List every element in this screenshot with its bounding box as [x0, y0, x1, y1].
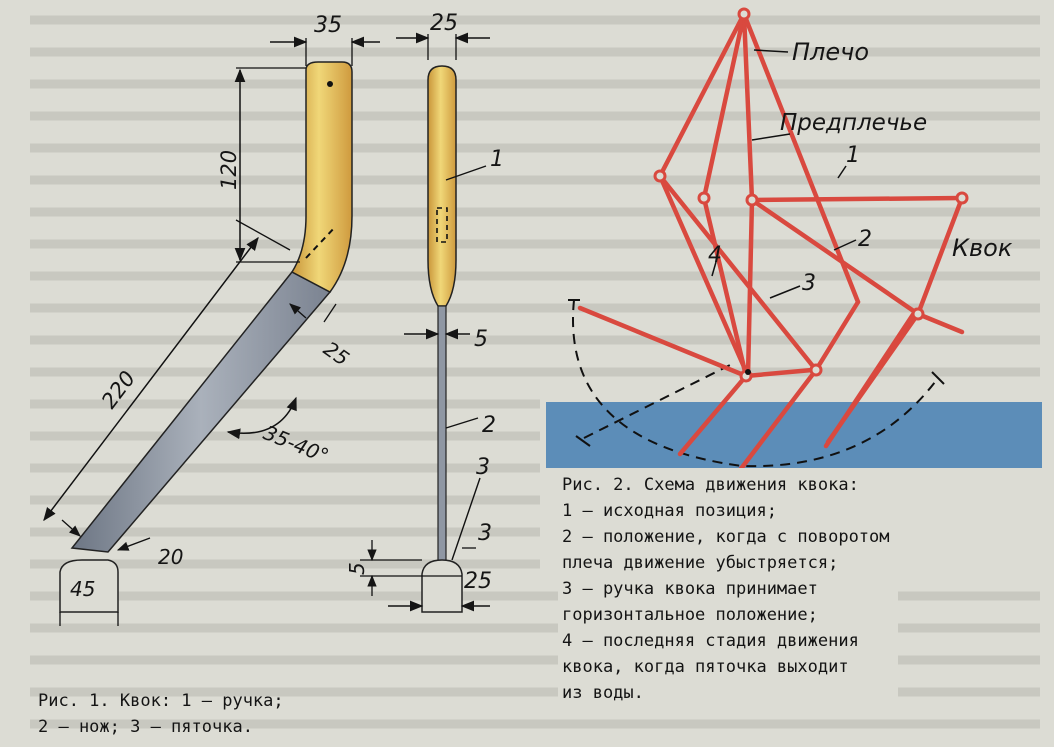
caption2-item4c: из воды.: [562, 683, 644, 703]
dim-heel-side: 25: [464, 569, 492, 594]
label-oar: Квок: [952, 234, 1013, 262]
label-pos2: 2: [858, 227, 872, 252]
dim-heel-base: 45: [70, 577, 95, 601]
oar-heel-side: [59, 559, 119, 613]
dim-blade-top: 25: [430, 11, 458, 36]
part-label-1: 1: [490, 147, 504, 172]
fig1-side-view: 35 120 220 25 35-40° 20 45: [43, 13, 380, 626]
dim-neck-width: 25: [319, 336, 354, 370]
label-pos4: 4: [708, 243, 722, 268]
dim-total-len-line: [43, 236, 259, 522]
caption2-item4a: 4 – последняя стадия движения: [562, 631, 859, 651]
fig1-front-view: 25 1 5 2 3 5 3 25: [345, 11, 504, 613]
caption1-line2: 2 – нож; 3 – пяточка.: [38, 717, 253, 737]
label-shoulder: Плечо: [792, 38, 869, 66]
dim-heel-thickness: 3: [478, 521, 492, 546]
dim-angle: 35-40°: [260, 420, 332, 468]
arm-linkage: [577, 11, 965, 473]
part-label-2: 2: [482, 413, 496, 438]
oar-heel-front: [421, 559, 463, 613]
caption2-item2a: 2 – положение, когда с поворотом: [562, 527, 890, 547]
dim-side-5: 5: [345, 562, 369, 575]
caption1-line1: Рис. 1. Квок: 1 – ручка;: [38, 691, 284, 711]
caption2-item2b: плеча движение убыстряется;: [562, 553, 839, 573]
part-label-3: 3: [476, 455, 490, 480]
dim-heel-width: 20: [158, 545, 183, 569]
figure2-caption: Рис. 2. Схема движения квока: 1 – исходн…: [558, 468, 898, 710]
dim-narrow: 5: [474, 327, 488, 352]
dim-width-top: 35: [314, 13, 342, 38]
label-pos1: 1: [846, 143, 860, 168]
label-forearm: Предплечье: [780, 110, 927, 136]
swing-arc: [572, 299, 939, 468]
oar-handle-front: [427, 65, 457, 307]
caption2-item4b: квока, когда пяточка выходит: [562, 657, 849, 677]
handle-hole: [327, 81, 333, 87]
caption2-item3a: 3 – ручка квока принимает: [562, 579, 818, 599]
dim-total-len: 220: [97, 367, 140, 413]
arm-joints: [653, 7, 969, 383]
label-pos3: 3: [802, 271, 816, 296]
figure1-caption: Рис. 1. Квок: 1 – ручка; 2 – нож; 3 – пя…: [38, 688, 284, 740]
oar-blade-front: [437, 305, 447, 565]
caption2-title: Рис. 2. Схема движения квока:: [562, 475, 859, 495]
oar-handle-side: [290, 61, 353, 293]
water-surface: [546, 402, 1042, 468]
caption2-item3b: горизонтальное положение;: [562, 605, 818, 625]
fig2-motion-diagram: Плечо Предплечье Квок 1 2 3 4: [546, 7, 1042, 473]
caption2-item1: 1 – исходная позиция;: [562, 501, 777, 521]
joint-line: [305, 225, 337, 259]
angle-arc: [226, 396, 297, 440]
dim-handle-len: 120: [217, 150, 241, 190]
